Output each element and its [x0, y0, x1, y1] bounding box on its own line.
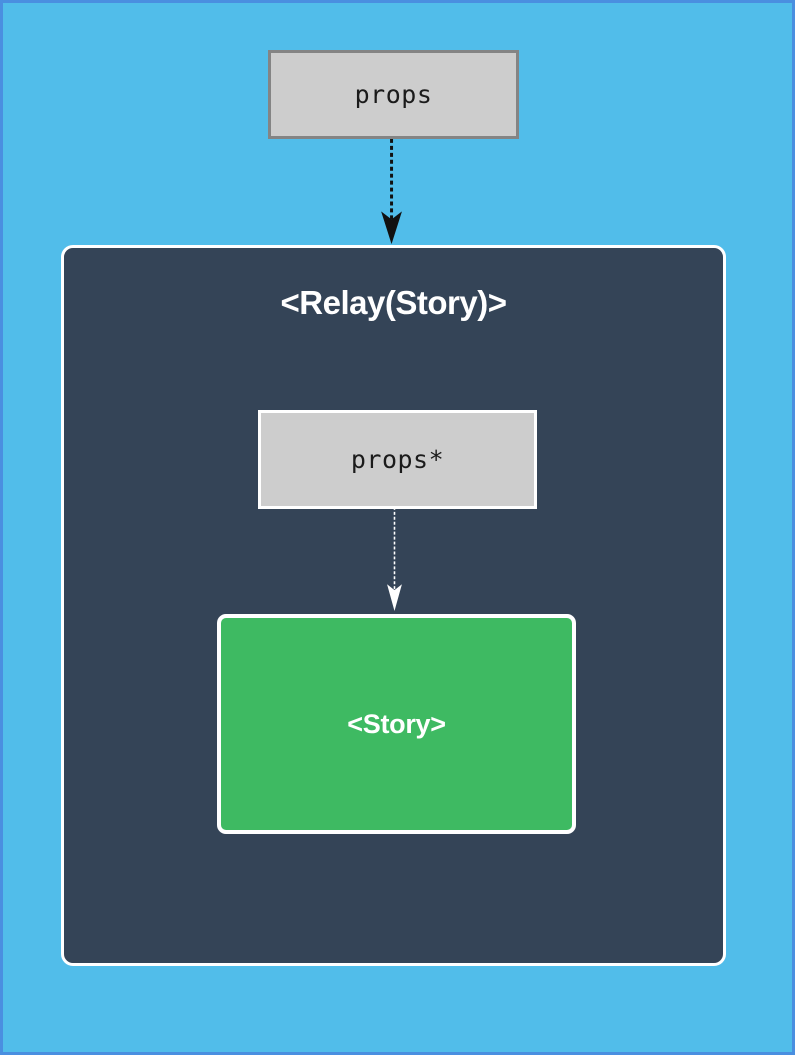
node-props-inner-label: props*: [350, 445, 445, 474]
node-relay-container[interactable]: <Relay(Story)> props* <Story>: [61, 245, 726, 966]
node-relay-container-title: <Relay(Story)>: [280, 284, 507, 321]
edge-props-star-to-story-layer: [387, 506, 402, 611]
edge-props-star-to-story: [387, 506, 402, 611]
node-story-label: <Story>: [347, 708, 446, 739]
node-props-outer-label: props: [354, 80, 433, 109]
edge-props-to-relay-arrowhead: [381, 211, 402, 245]
edge-props-to-relay: [381, 138, 402, 245]
edge-props-star-to-story-arrowhead: [387, 584, 402, 611]
node-props-inner[interactable]: props*: [258, 410, 537, 509]
node-story[interactable]: <Story>: [217, 614, 576, 834]
node-props-outer[interactable]: props: [268, 50, 519, 139]
